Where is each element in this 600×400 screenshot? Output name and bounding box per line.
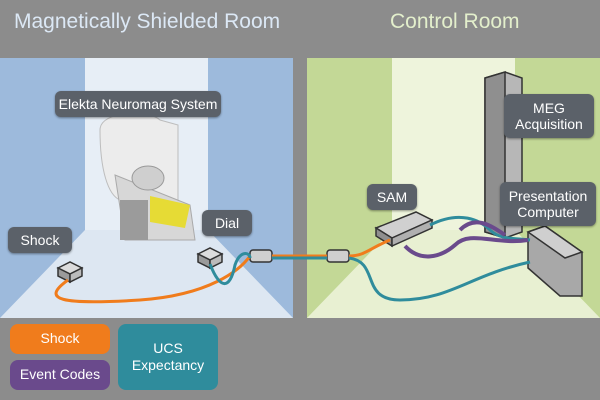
meg-acquisition-label: MEG Acquisition: [504, 94, 594, 138]
sam-label: SAM: [367, 184, 417, 210]
sam-presentation-cable: [429, 215, 531, 242]
control-room-title: Control Room: [390, 10, 520, 33]
shock-cable-right: [348, 238, 391, 258]
ucs-cable-right: [348, 256, 531, 302]
shock-label: Shock: [8, 227, 72, 253]
event-code-cable-2: [458, 220, 507, 237]
dial-cable: [208, 252, 252, 286]
event-code-cable: [403, 236, 529, 259]
presentation-computer-box: [526, 225, 584, 297]
right-connector: [326, 249, 350, 263]
shielded-room-floor: [0, 230, 293, 318]
sam-box: [374, 211, 434, 248]
dial-label: Dial: [202, 210, 252, 236]
shock-device: [56, 261, 84, 284]
legend-shock: Shock: [10, 324, 110, 354]
left-connector: [249, 249, 273, 263]
meg-machine: [99, 112, 196, 241]
presentation-computer-label: Presentation Computer: [500, 182, 596, 226]
legend-ucs-expectancy: UCS Expectancy: [118, 324, 218, 390]
shielded-room-title: Magnetically Shielded Room: [14, 10, 281, 33]
legend-event-codes: Event Codes: [10, 360, 110, 390]
elekta-label: Elekta Neuromag System: [55, 91, 221, 117]
